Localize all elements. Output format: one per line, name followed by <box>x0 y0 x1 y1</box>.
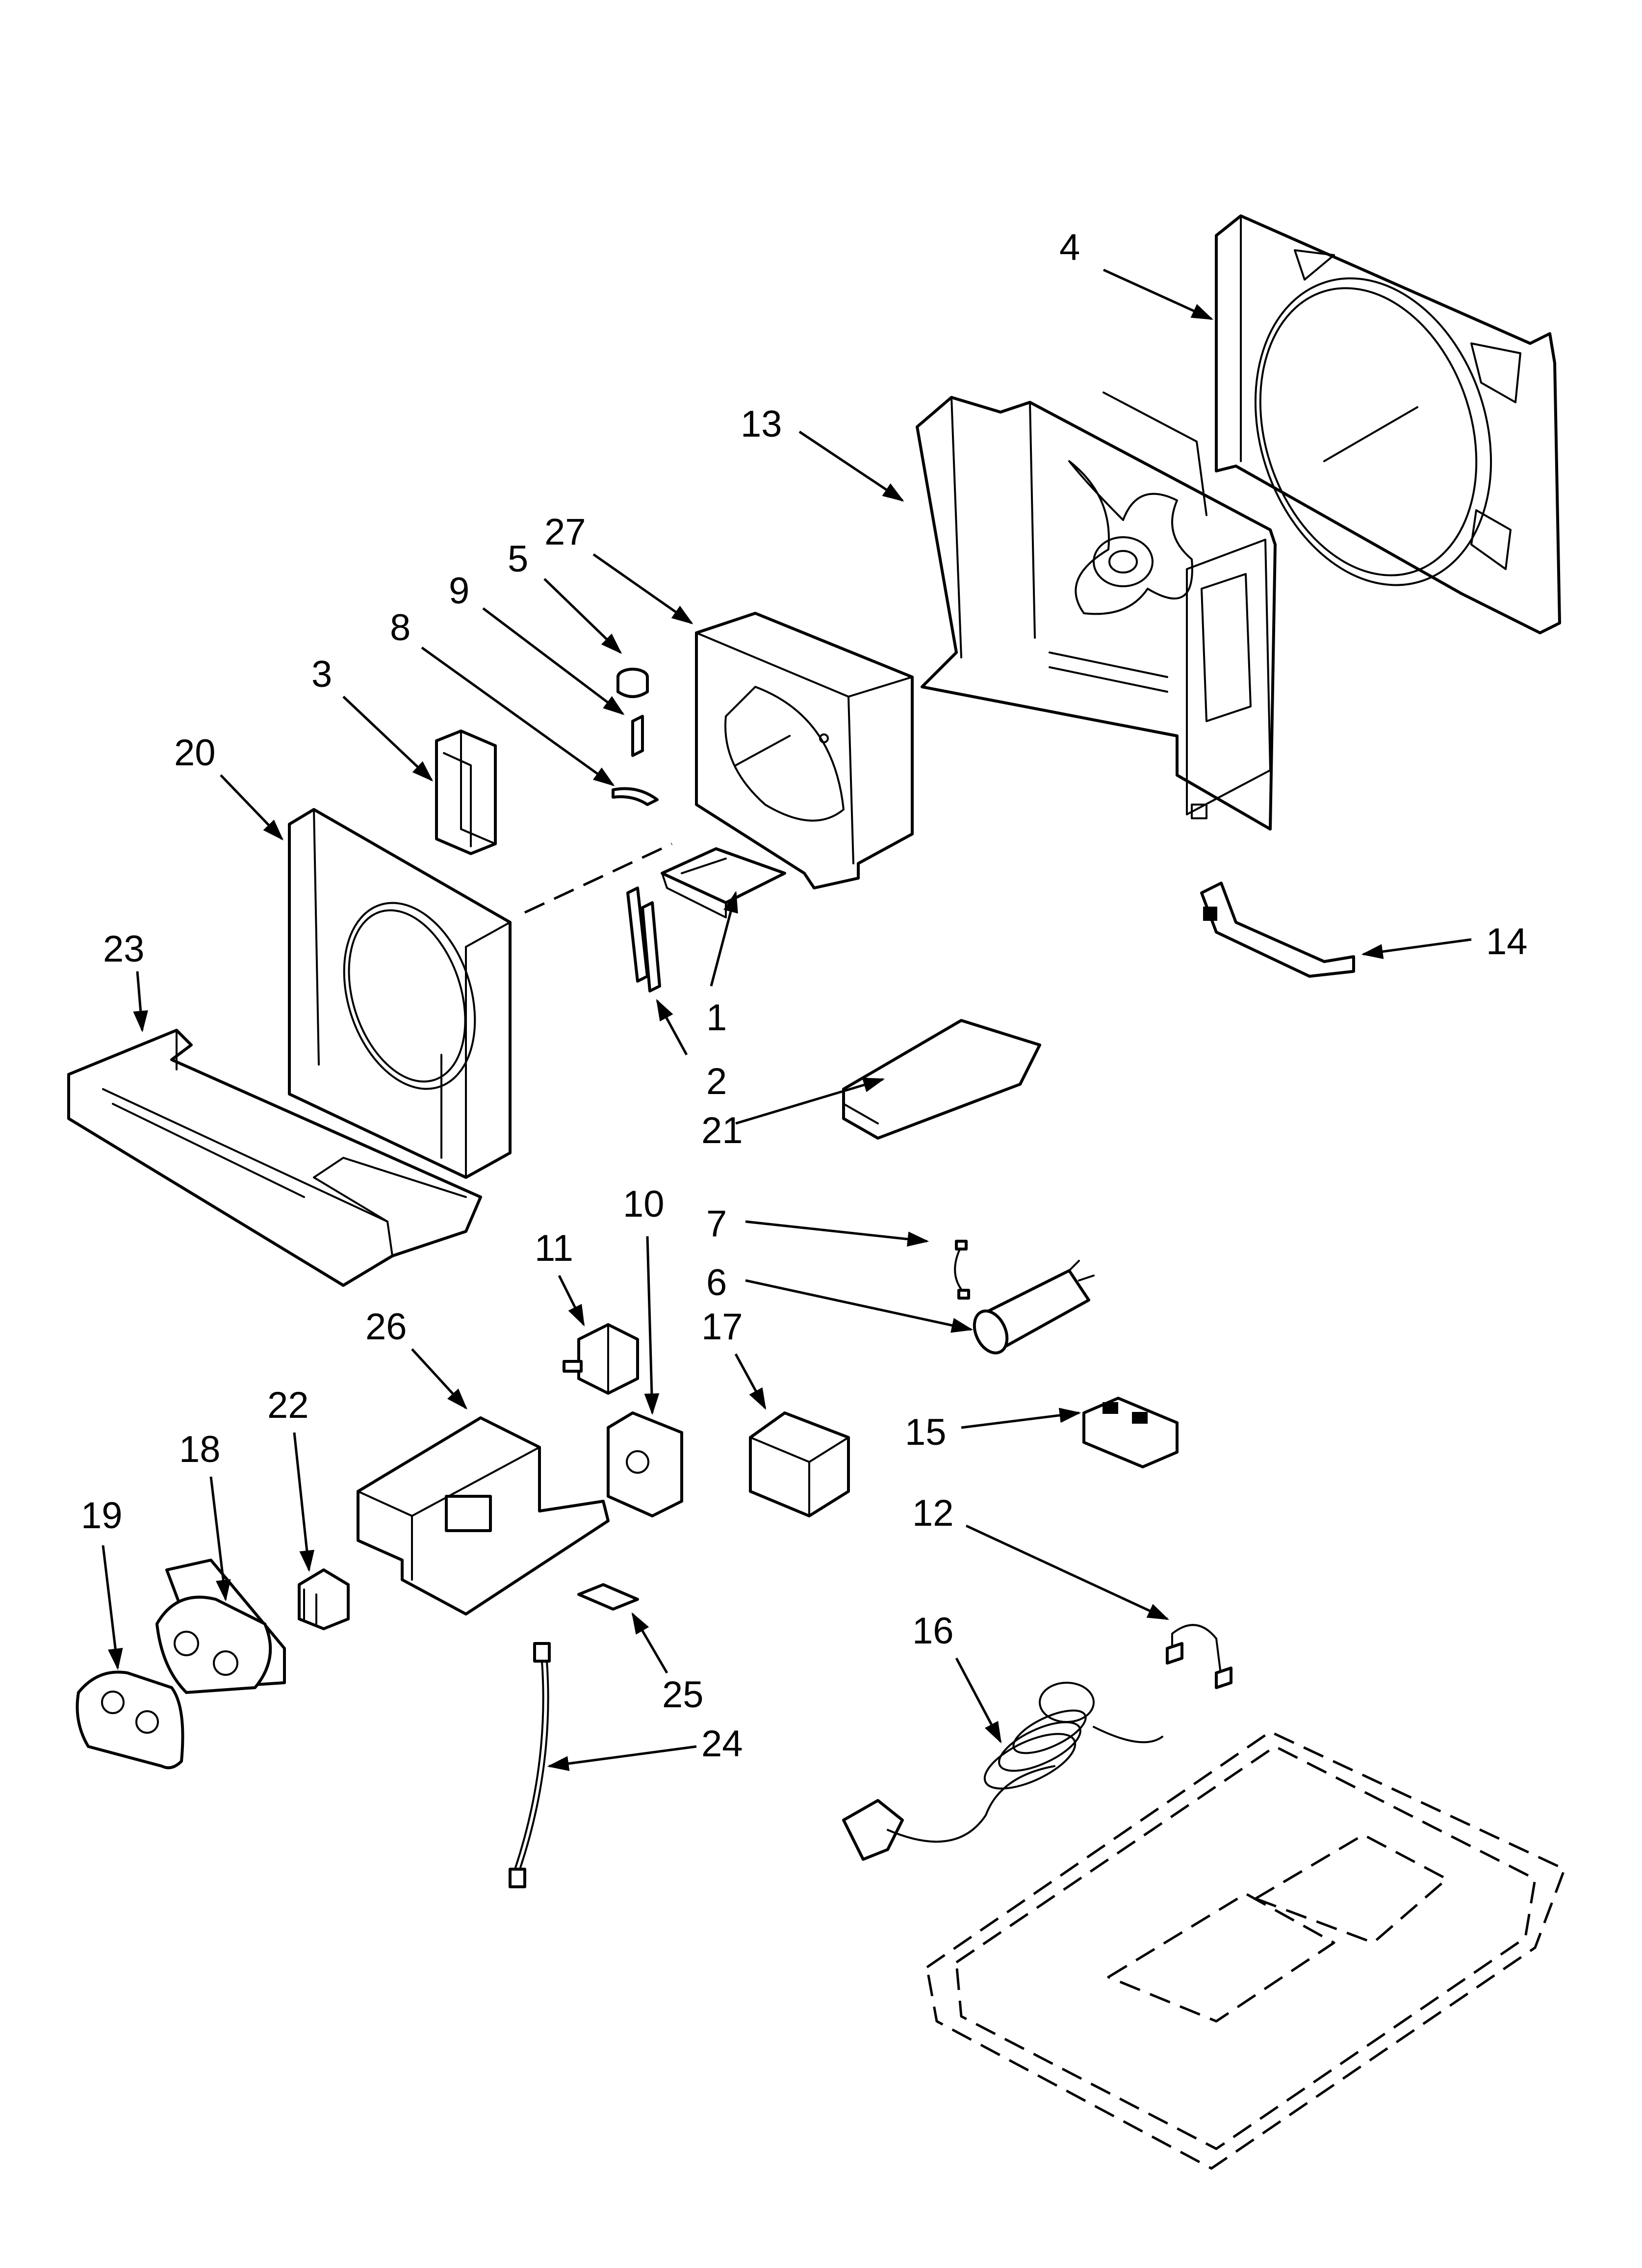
part-18-bezel <box>155 1559 286 1694</box>
assembly-axis-line <box>524 842 673 914</box>
callout-19: 19 <box>81 1495 123 1537</box>
callout-21: 21 <box>701 1110 743 1151</box>
part-16-power-cord <box>842 1682 1163 1861</box>
callout-17: 17 <box>701 1306 743 1348</box>
part-27-scroll-housing <box>695 612 914 889</box>
callout-9: 9 <box>449 570 469 612</box>
part-22-switch <box>298 1568 350 1630</box>
part-19-knob-plate <box>76 1670 184 1770</box>
part-9-clip <box>631 715 644 757</box>
callout-13: 13 <box>741 403 782 445</box>
callout-12: 12 <box>912 1492 954 1534</box>
callout-26: 26 <box>365 1306 407 1348</box>
callout-labels: 4 13 27 5 9 8 3 20 23 1 2 14 21 10 7 6 1… <box>81 227 1528 1765</box>
callout-11: 11 <box>535 1227 573 1269</box>
callout-3: 3 <box>311 653 332 695</box>
callout-23: 23 <box>103 928 145 970</box>
part-5-cap <box>616 668 649 698</box>
callout-25: 25 <box>662 1674 704 1716</box>
part-10-control <box>607 1411 683 1517</box>
callout-20: 20 <box>174 732 216 774</box>
part-20-front-panel <box>288 808 512 1179</box>
part-11-switch <box>563 1323 639 1395</box>
part-17-box <box>749 1411 850 1517</box>
callout-15: 15 <box>905 1411 947 1453</box>
callout-24: 24 <box>701 1723 743 1765</box>
part-15-terminal-block <box>1082 1397 1179 1468</box>
cabinet-base-outline <box>925 1730 1566 2170</box>
part-6-capacitor <box>973 1260 1095 1355</box>
callout-8: 8 <box>390 607 410 649</box>
callout-4: 4 <box>1059 227 1080 268</box>
part-13-back-plate <box>916 391 1277 831</box>
callout-6: 6 <box>706 1262 727 1303</box>
callout-16: 16 <box>912 1610 954 1652</box>
part-23-base-pan <box>67 1029 482 1287</box>
part-25-label <box>577 1583 639 1611</box>
callout-14: 14 <box>1486 921 1528 963</box>
part-26-control-box <box>357 1416 610 1616</box>
callout-22: 22 <box>267 1384 309 1426</box>
callout-27: 27 <box>544 511 586 553</box>
part-14-bracket <box>1200 882 1355 978</box>
part-3-bracket <box>435 730 497 855</box>
callout-5: 5 <box>508 538 528 580</box>
part-24-wire <box>509 1642 551 1888</box>
leader-lines <box>102 268 1472 1772</box>
callout-7: 7 <box>706 1203 727 1245</box>
callout-2: 2 <box>706 1061 727 1102</box>
part-12-clamp <box>1166 1624 1232 1689</box>
part-4-shroud-panel <box>1215 214 1561 634</box>
callout-1: 1 <box>706 997 727 1039</box>
part-1-base-plate <box>661 847 786 918</box>
part-8-spring-clip <box>612 787 659 806</box>
part-2-seal-strips <box>626 886 661 992</box>
callout-18: 18 <box>179 1429 221 1470</box>
part-7-strap <box>954 1240 970 1300</box>
callout-10: 10 <box>623 1183 665 1225</box>
part-21-tray <box>842 1019 1041 1140</box>
